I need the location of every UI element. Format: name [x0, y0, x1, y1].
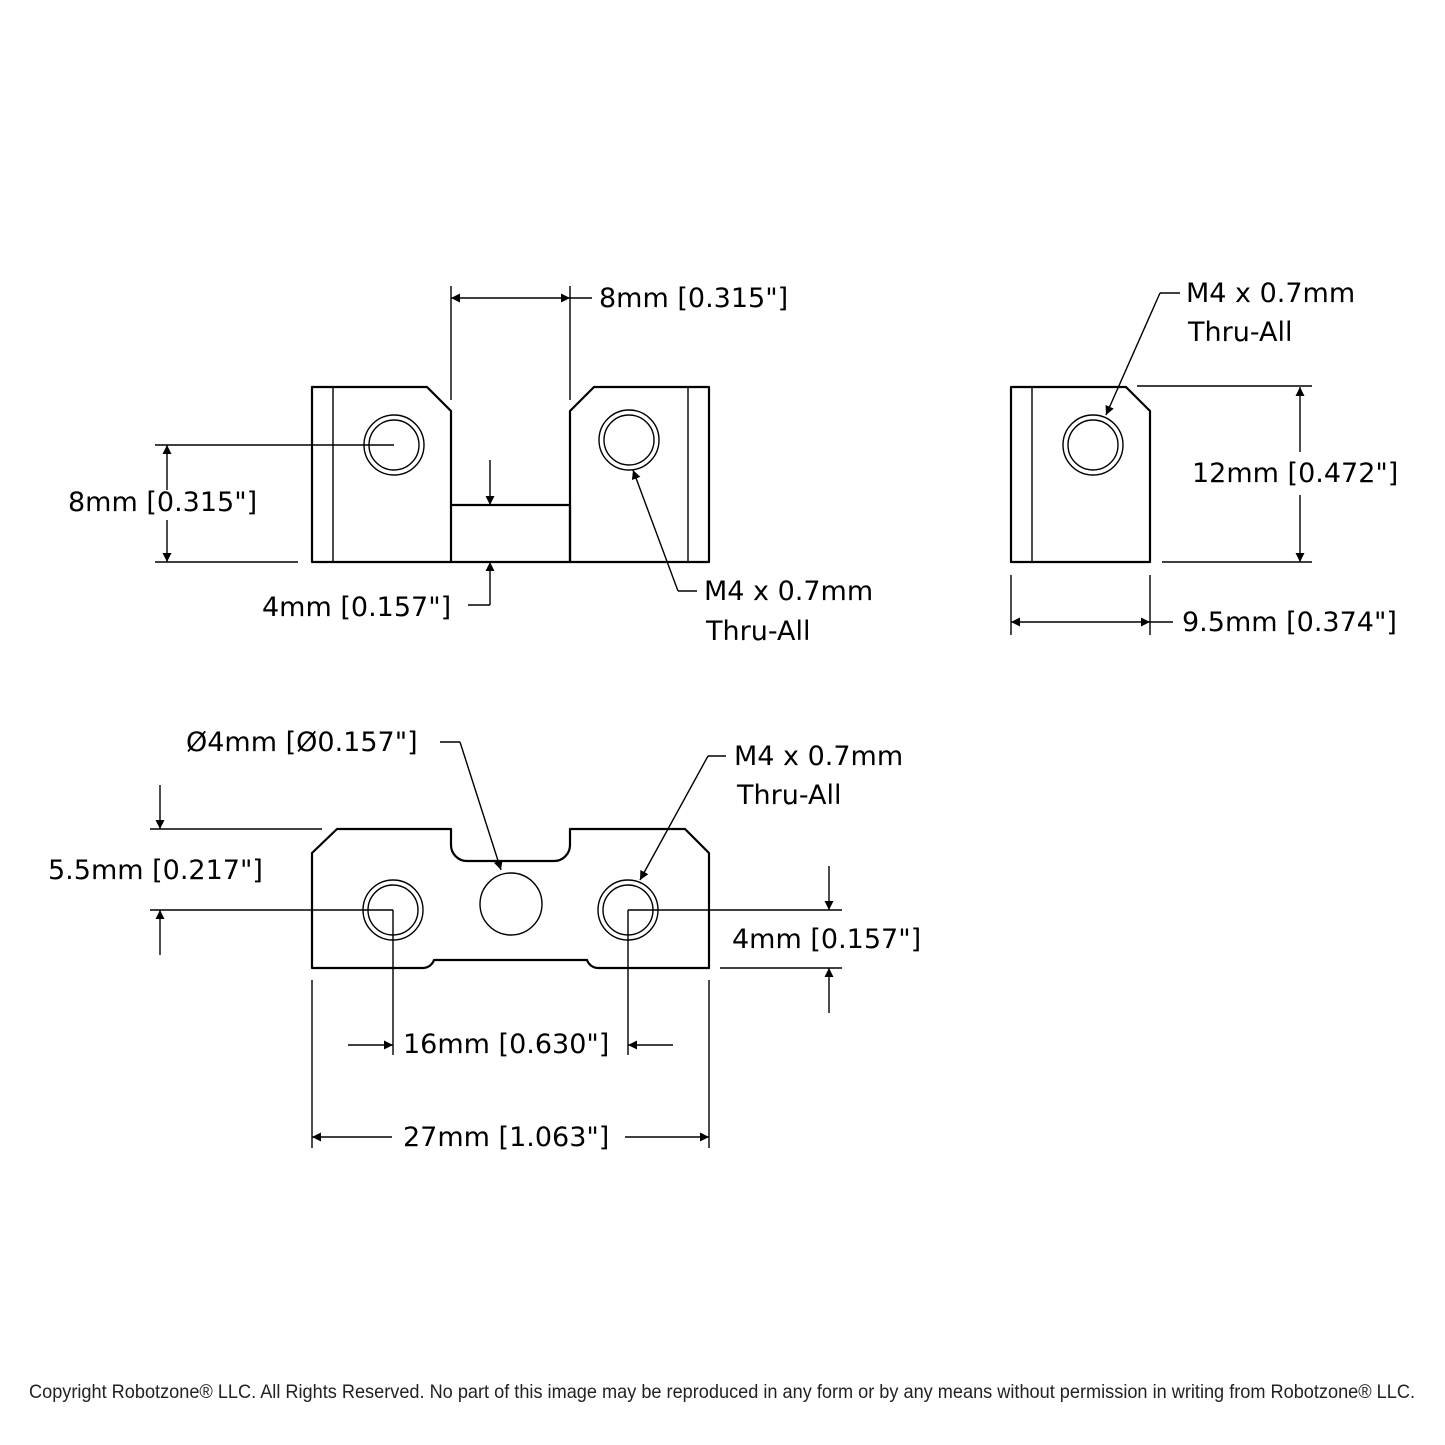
hole-offset-top-label: 5.5mm [0.217"] — [48, 855, 263, 886]
thread-callout-front-line1: M4 x 0.7mm — [734, 741, 903, 772]
thread-leader-top-view — [631, 469, 679, 592]
center-through-hole — [479, 872, 543, 936]
top-view-slot-floor — [451, 503, 572, 564]
threaded-hole-right — [598, 409, 660, 471]
hole-height-label: 8mm [0.315"] — [68, 487, 257, 518]
thread-callout-side-line1: M4 x 0.7mm — [1186, 278, 1355, 309]
hole-offset-bottom-label: 4mm [0.157"] — [732, 924, 921, 955]
thread-callout-top-line2: Thru-All — [705, 616, 810, 647]
copyright-notice: Copyright Robotzone® LLC. All Rights Res… — [29, 1381, 1415, 1403]
side-view-outline — [1009, 385, 1152, 564]
threaded-hole-side — [1062, 414, 1124, 476]
top-view: 8mm [0.315"] 8mm [0.315"] 4mm [0.157"] M… — [68, 283, 873, 647]
center-hole-label: Ø4mm [Ø0.157"] — [186, 727, 418, 758]
front-view-outline — [310, 827, 711, 970]
thread-callout-front-line2: Thru-All — [736, 780, 841, 811]
slot-width-label: 8mm [0.315"] — [599, 283, 788, 314]
depth-label: 9.5mm [0.374"] — [1182, 607, 1397, 638]
side-view: M4 x 0.7mm Thru-All 12mm [0.472"] 9.5mm … — [1009, 278, 1398, 638]
center-hole-leader — [459, 741, 503, 871]
height-label: 12mm [0.472"] — [1192, 458, 1398, 489]
thread-callout-top-line1: M4 x 0.7mm — [704, 576, 873, 607]
thread-leader-side-view — [1105, 292, 1161, 416]
thread-leader-front-view — [639, 755, 709, 881]
base-thickness-label: 4mm [0.157"] — [262, 592, 451, 623]
thread-callout-side-line2: Thru-All — [1187, 317, 1292, 348]
hole-spacing-label: 16mm [0.630"] — [403, 1029, 609, 1060]
overall-length-label: 27mm [1.063"] — [403, 1122, 609, 1153]
front-view: Ø4mm [Ø0.157"] M4 x 0.7mm Thru-All 5.5mm… — [48, 727, 921, 1153]
top-view-outline — [310, 385, 453, 564]
top-view-outline-right — [568, 385, 711, 564]
